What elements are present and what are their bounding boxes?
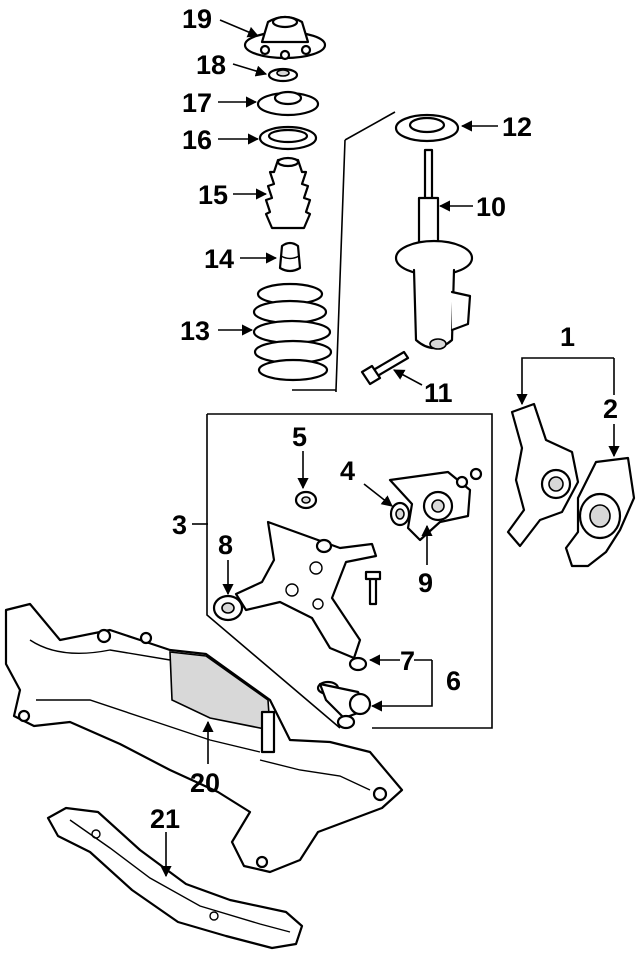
- callout-1: 1: [560, 322, 575, 352]
- callout-6: 6: [446, 666, 461, 696]
- callout-20: 20: [190, 768, 220, 798]
- bushing-nut: [294, 490, 333, 554]
- leader-lines: [160, 19, 620, 878]
- strut-group-frame: [292, 111, 396, 392]
- callout-19: 19: [182, 4, 212, 34]
- callout-2: 2: [603, 394, 618, 424]
- strut-upper-insulator: [394, 113, 460, 143]
- upper-strut-mount: [243, 15, 327, 61]
- suspension-crossmember: [4, 602, 404, 874]
- control-arm-group-frame: [206, 413, 493, 729]
- rear-bushing-washer: [389, 501, 411, 527]
- callout-17: 17: [182, 88, 212, 118]
- front-bushing: [212, 594, 244, 622]
- callout-13: 13: [180, 316, 210, 346]
- callout-15: 15: [198, 180, 228, 210]
- callout-labels: 1 2 3 4 5 6 7 8 9 10 11 12 13 14 15 16 1…: [150, 4, 618, 834]
- callout-10: 10: [476, 192, 506, 222]
- callout-4: 4: [340, 456, 355, 486]
- bump-stop: [278, 241, 302, 273]
- dust-boot: [264, 156, 312, 230]
- callout-11: 11: [424, 378, 453, 408]
- upper-spring-seat: [256, 90, 320, 117]
- callout-12: 12: [502, 112, 532, 142]
- callout-7: 7: [400, 646, 415, 676]
- callout-18: 18: [196, 50, 226, 80]
- callout-9: 9: [418, 568, 433, 598]
- steering-knuckle: [506, 402, 580, 548]
- callout-8: 8: [218, 530, 233, 560]
- rear-bushing-bracket: [388, 467, 483, 542]
- mount-bearing: [267, 67, 299, 83]
- lower-control-arm: [234, 520, 378, 660]
- splash-shield: [564, 456, 636, 568]
- strut-assembly: [394, 148, 474, 350]
- callout-5: 5: [292, 422, 307, 452]
- strut-bolt: [360, 350, 410, 386]
- callout-16: 16: [182, 125, 212, 155]
- control-arm-bolt: [364, 570, 382, 606]
- callout-3: 3: [172, 510, 187, 540]
- ball-joint: [316, 656, 372, 730]
- callout-21: 21: [150, 804, 180, 834]
- spring-insulator: [258, 125, 318, 151]
- coil-spring: [252, 282, 333, 382]
- crossmember-brace: [46, 806, 304, 950]
- callout-14: 14: [204, 244, 234, 274]
